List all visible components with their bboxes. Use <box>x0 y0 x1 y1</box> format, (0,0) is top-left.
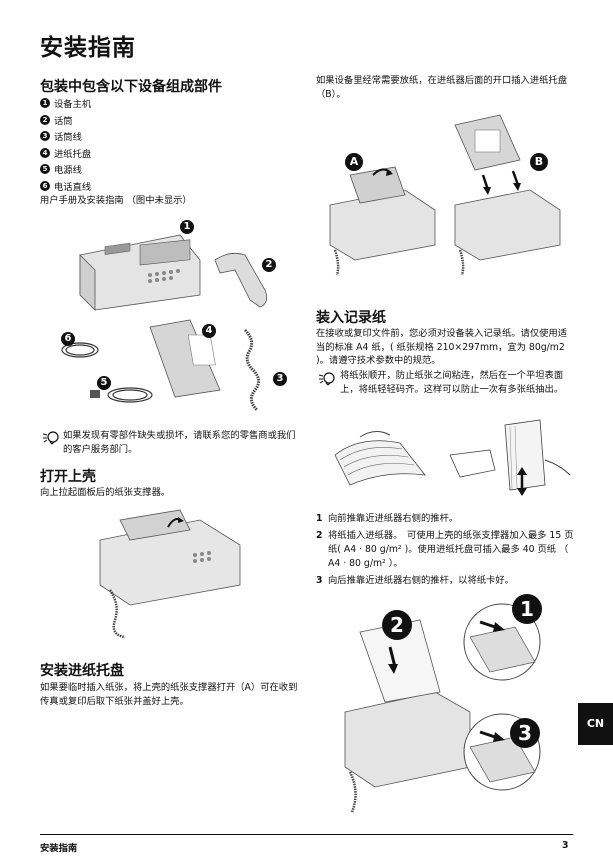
missing-parts-tip: 如果发现有零部件缺失或损坏，请联系您的零售商或我们的客户服务部门。 <box>63 430 296 455</box>
footer-divider <box>40 834 573 835</box>
open-cover-heading: 打开上壳 <box>40 469 96 485</box>
package-heading: 包装中包含以下设备组成部件 <box>40 79 222 95</box>
callout-6: 6 <box>61 332 75 346</box>
language-tab: CN <box>578 703 613 745</box>
package-contents-figure: 1 2 3 4 5 6 <box>45 215 295 415</box>
callout-5: 5 <box>97 376 111 390</box>
callout-3: 3 <box>273 372 287 386</box>
footer-section-title: 安装指南 <box>40 843 78 854</box>
tip-icon <box>42 430 60 449</box>
callout-2-large: 2 <box>382 610 412 640</box>
tray-text: 如果要临时插入纸张，将上壳的纸张支撑器打开（A）可在收到传真或复印后取下纸张并盖… <box>40 682 298 707</box>
callout-b: B <box>530 153 548 171</box>
callout-2: 2 <box>262 258 276 272</box>
tip-icon <box>318 371 336 390</box>
callout-3-large: 3 <box>510 718 540 748</box>
fan-paper-figure <box>330 415 575 500</box>
insert-paper-figure: 2 1 3 <box>340 592 572 824</box>
callout-4: 4 <box>202 324 216 338</box>
load-paper-text: 在接收或复印文件前，您必须对设备装入记录纸。请仅使用适当的标准 A4 纸，( 纸… <box>316 328 568 366</box>
callout-1-large: 1 <box>512 594 542 624</box>
manual-note: 用户手册及安装指南 （图中未显示） <box>40 195 192 206</box>
open-cover-text: 向上拉起面板后的纸张支撑器。 <box>40 487 171 498</box>
callout-1: 1 <box>180 220 194 234</box>
tray-figure: A B <box>325 105 575 280</box>
open-cover-figure <box>90 505 260 640</box>
callout-a: A <box>345 153 363 171</box>
page-number: 3 <box>562 840 569 851</box>
tray-text-2: 如果设备里经常需要放纸，在进纸器后面的开口插入进纸托盘 （B）。 <box>316 75 568 100</box>
tray-heading: 安装进纸托盘 <box>40 663 124 679</box>
fan-paper-tip: 将纸张顺开，防止纸张之间粘连，然后在一个平坦表面上，将纸轻轻码齐。这样可以防止一… <box>340 370 564 395</box>
load-paper-heading: 装入记录纸 <box>316 310 386 326</box>
page-title: 安装指南 <box>40 35 136 61</box>
